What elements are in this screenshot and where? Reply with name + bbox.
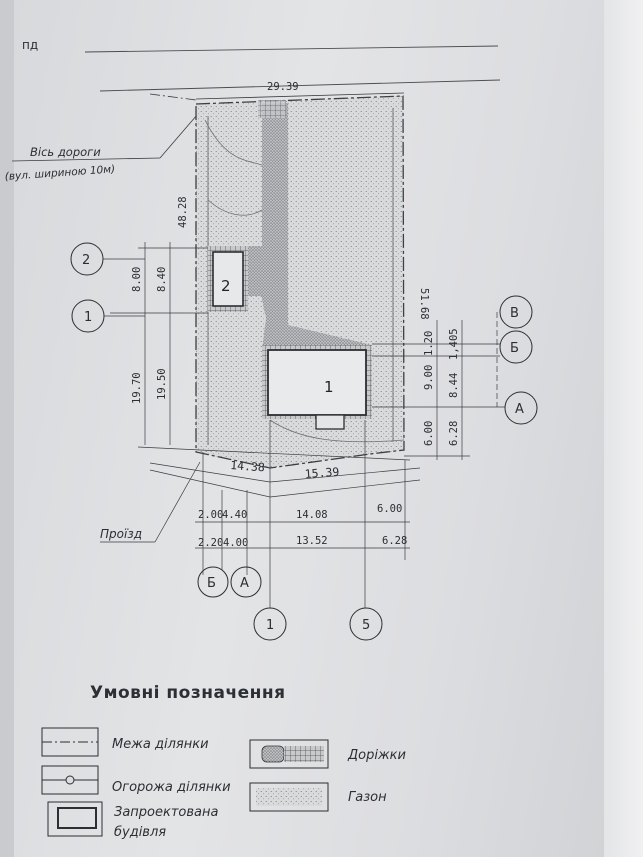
- axis-1-label: 1: [84, 310, 92, 325]
- legend-paths-grid: [284, 746, 324, 762]
- legend-fence-marker: [65, 775, 75, 785]
- axis-A-right-label: А: [515, 402, 524, 417]
- right-dim-3: 9.00: [423, 365, 435, 390]
- path-entry: [258, 100, 286, 118]
- row2-dim-2: 4.00: [223, 537, 248, 549]
- edge-line: [99, 79, 501, 92]
- axis-bubble-B-bottom: [197, 566, 229, 598]
- paper-edge: [604, 0, 643, 857]
- parcel-boundary: [195, 95, 405, 469]
- lawn-curve: [269, 419, 405, 443]
- edge-line: [84, 45, 499, 53]
- road-axis-label: Вісь дороги: [30, 145, 101, 159]
- axis-bubble-A-right: [504, 391, 538, 425]
- legend-title: Умовні позначення: [90, 683, 286, 703]
- dim-line: [149, 469, 271, 498]
- sheet-mark: пд: [22, 38, 38, 52]
- road-axis-leader: [11, 157, 161, 162]
- passage-label: Проїзд: [100, 527, 142, 541]
- left-dim-1: 8.00: [131, 267, 143, 292]
- bottom-right-dim: 15.39: [304, 465, 340, 481]
- legend-building-label-1: Запроектована: [114, 805, 219, 820]
- axis-B-bottom-label: Б: [207, 576, 216, 591]
- road-axis-leader: [159, 114, 198, 159]
- row2-dim-3: 13.52: [296, 535, 328, 547]
- row1-dim-1: 2.00: [198, 509, 223, 521]
- row1-dim-2: 4.40: [222, 509, 247, 521]
- legend-lawn-swatch: [249, 782, 329, 812]
- legend-fence-label: Огорожа ділянки: [112, 780, 231, 795]
- building-1-porch: [315, 414, 345, 430]
- top-width-dim: 29.39: [267, 81, 299, 93]
- axis-bubble-B-right: [499, 330, 533, 364]
- axis-bubble-A-bottom: [230, 566, 262, 598]
- building-2: [212, 251, 244, 307]
- building-1-label: 1: [324, 378, 334, 396]
- row1-dim-3: 14.08: [296, 509, 328, 521]
- legend-paths-swatch: [249, 739, 329, 769]
- axis-bubble-5-bottom: [349, 607, 383, 641]
- legend-paths-label: Доріжки: [348, 748, 406, 763]
- axis-B-right-label: Б: [510, 341, 519, 356]
- legend-lawn-fill: [256, 788, 322, 806]
- right-length-dim: 51.68: [418, 288, 430, 320]
- legend-building-swatch: [47, 801, 103, 837]
- legend-boundary-label: Межа ділянки: [112, 737, 209, 752]
- left-length-dim: 48.28: [177, 196, 189, 228]
- road-axis-sub-label: (вул. шириною 10м): [4, 163, 115, 183]
- top-dim-line: [195, 92, 405, 100]
- row1-dim-4: 6.00: [377, 503, 402, 515]
- left-dim-4: 19.50: [156, 368, 168, 400]
- dim-line: [149, 462, 271, 483]
- legend-building-label-2: будівля: [114, 825, 167, 840]
- axis-bubble-V: [499, 295, 533, 329]
- axis-1-bottom-label: 1: [266, 618, 274, 633]
- building-2-label: 2: [221, 277, 231, 295]
- dim-line: [269, 479, 421, 498]
- footpath-branch: [246, 246, 266, 296]
- left-dim-3: 19.70: [131, 372, 143, 404]
- dim-line: [269, 467, 421, 483]
- row2-dim-4: 6.28: [382, 535, 407, 547]
- axis-A-bottom-label: А: [240, 576, 249, 591]
- footpath: [262, 103, 372, 360]
- bottom-left-dim: 14.38: [230, 458, 266, 474]
- right-dim-6: 6.28: [448, 421, 460, 446]
- road-axis-line: [149, 93, 197, 101]
- legend-paths-dense: [261, 745, 285, 763]
- left-dim-2: 8.40: [156, 267, 168, 292]
- right-dim-5: 6.00: [423, 421, 435, 446]
- right-dim-4: 8.44: [448, 373, 460, 398]
- right-dim-1: 1.20: [423, 331, 435, 356]
- building-1: [267, 349, 367, 416]
- row2-dim-1: 2.20: [198, 537, 223, 549]
- lawn-curve: [204, 119, 263, 216]
- axis-5-bottom-label: 5: [362, 618, 370, 633]
- axis-2-label: 2: [82, 253, 90, 268]
- axis-V-label: В: [510, 306, 519, 321]
- passage-leader: [154, 461, 201, 543]
- axis-bubble-1-bottom: [253, 607, 287, 641]
- legend-building-shape: [57, 807, 97, 829]
- legend-lawn-label: Газон: [348, 790, 387, 805]
